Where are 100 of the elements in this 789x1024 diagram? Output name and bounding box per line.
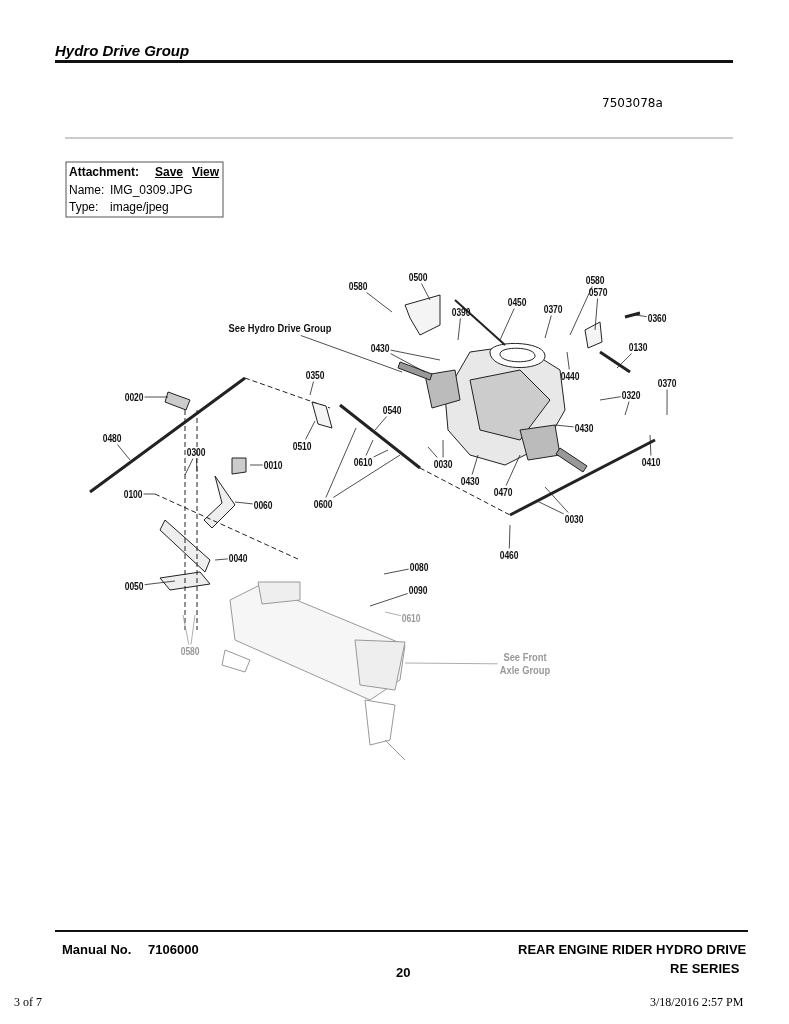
leader-line (309, 381, 314, 396)
leader-line (325, 427, 357, 498)
leader-line (508, 524, 511, 549)
callout-number: 0430 (370, 342, 390, 354)
field-label: Type: (69, 200, 99, 214)
callout-number: 0320 (621, 389, 641, 401)
callout-number: 0080 (409, 561, 429, 573)
leader-line (117, 444, 131, 461)
product-title: REAR ENGINE RIDER HYDRO DRIVE (518, 942, 747, 957)
callout-number: 0370 (657, 377, 677, 389)
leader-line (366, 292, 393, 313)
leader-line (249, 464, 264, 466)
page-count: 3 of 7 (14, 995, 42, 1010)
leader-line (649, 434, 652, 456)
callout-number: 0020 (124, 391, 144, 403)
view-link: View (192, 165, 220, 179)
leader-line (190, 614, 196, 645)
drawing-number: 7503078a (602, 96, 663, 110)
callout-number: 0050 (124, 580, 144, 592)
leader-line (305, 420, 316, 440)
callout-number: 0060 (253, 499, 273, 511)
callout-number: 0540 (382, 404, 402, 416)
callout-number: 0430 (460, 475, 480, 487)
leader-line (374, 416, 387, 431)
callout-number: 0360 (647, 312, 667, 324)
callout-number: 0100 (123, 488, 143, 500)
callout-number: 0580 (348, 280, 368, 292)
callout-number: 0410 (641, 456, 661, 468)
leader-line (536, 500, 565, 515)
leader-line (234, 501, 254, 505)
callout-number: 0440 (560, 370, 580, 382)
leader-line (369, 593, 409, 607)
callout-number: 0390 (451, 306, 471, 318)
leader-line (182, 614, 190, 645)
leader-line (214, 558, 229, 561)
callout-number: 0030 (433, 458, 453, 470)
callout-number: 0370 (543, 303, 563, 315)
leader-line (144, 580, 176, 586)
leader-line (404, 662, 498, 665)
leader-line (457, 318, 461, 341)
leader-line (332, 454, 401, 498)
reference-note: See Front Axle Group (498, 651, 552, 677)
leader-line (569, 286, 593, 336)
save-link: Save (155, 165, 184, 179)
leader-line (544, 315, 552, 339)
callout-number: 0610 (353, 456, 373, 468)
leader-line (544, 486, 569, 513)
leader-line (383, 568, 410, 575)
callout-number: 0040 (228, 552, 248, 564)
leader-line (599, 396, 622, 401)
print-date: 3/18/2016 2:57 PM (650, 995, 744, 1010)
callout-number: 0600 (313, 498, 333, 510)
leader-line (505, 454, 521, 486)
callout-number: 0470 (493, 486, 513, 498)
callout-number: 0580 (180, 645, 200, 657)
callout-number: 0480 (102, 432, 122, 444)
reference-note: See Hydro Drive Group (220, 321, 340, 335)
callout-number: 0510 (292, 440, 312, 452)
leader-line (373, 449, 389, 458)
leader-line (427, 446, 438, 458)
leader-line (144, 396, 169, 398)
callout-number: 0610 (401, 612, 421, 624)
file-type: image/jpeg (110, 200, 169, 214)
leader-line (634, 314, 648, 317)
leader-line (184, 458, 194, 476)
leader-line (143, 493, 156, 495)
leader-line (616, 353, 632, 369)
callout-number: 0580 (585, 274, 605, 286)
callout-number: 0130 (628, 341, 648, 353)
leader-line (554, 424, 575, 428)
callout-number: 0460 (499, 549, 519, 561)
leader-line (624, 401, 630, 416)
callout-number: 0570 (588, 286, 608, 298)
field-label: Name: (69, 183, 105, 197)
field-label: Attachment: (69, 165, 139, 179)
leader-line (666, 389, 668, 416)
leader-line (566, 351, 570, 370)
callout-number: 0450 (507, 296, 527, 308)
callout-number: 0430 (574, 422, 594, 434)
leader-line (499, 308, 515, 341)
series-name: RE SERIES (670, 961, 740, 976)
leader-line (390, 349, 441, 361)
leader-line (365, 439, 374, 456)
leader-line (384, 611, 402, 616)
callout-number: 0010 (263, 459, 283, 471)
page-title: Hydro Drive Group (55, 42, 190, 59)
leader-line (196, 458, 198, 473)
leader-line (471, 454, 479, 475)
leader-line (390, 353, 426, 373)
callout-number: 0030 (564, 513, 584, 525)
page-number: 20 (396, 965, 411, 980)
leader-line (442, 439, 444, 458)
leader-line (300, 335, 403, 373)
callout-number: 0090 (408, 584, 428, 596)
callout-number: 0350 (305, 369, 325, 381)
manual-label: Manual No. (62, 942, 132, 957)
leader-line (421, 283, 431, 301)
leader-line (594, 298, 598, 331)
file-name: IMG_0309.JPG (110, 183, 193, 197)
callout-number: 0500 (408, 271, 428, 283)
